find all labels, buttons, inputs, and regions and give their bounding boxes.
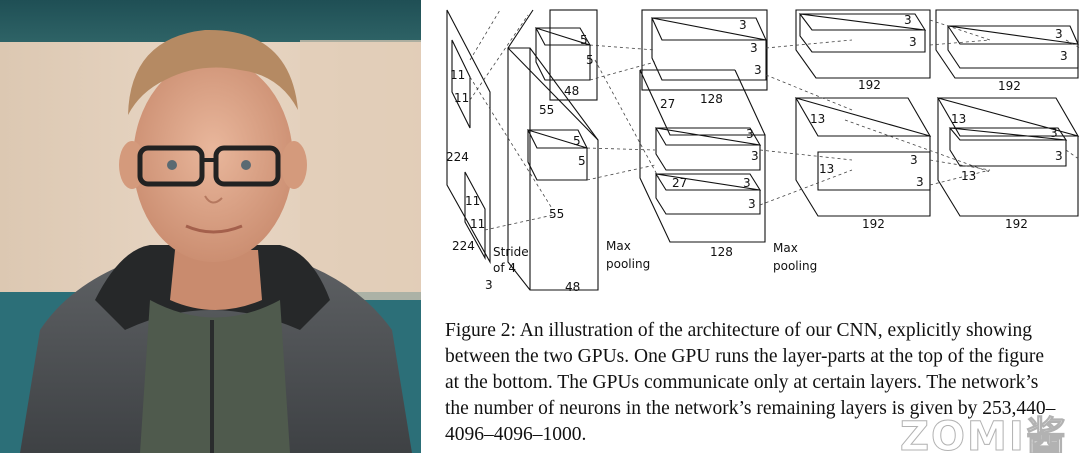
label-conv1-5d: 5 <box>578 154 586 168</box>
connection-lines <box>469 9 1080 231</box>
label-maxpool2-line2: pooling <box>773 259 817 273</box>
label-conv1-48a: 48 <box>564 84 579 98</box>
conv1-kernel-bottom <box>526 129 589 181</box>
label-conv2-27a: 27 <box>660 97 675 111</box>
input-kernel-bottom <box>464 171 486 261</box>
label-input-224b: 224 <box>452 239 475 253</box>
label-conv2-27b: 27 <box>672 176 687 190</box>
label-conv4-192b: 192 <box>1005 217 1028 231</box>
label-input-3: 3 <box>485 278 493 292</box>
label-conv3-3c: 3 <box>910 153 918 167</box>
label-conv4-3b: 3 <box>1060 49 1068 63</box>
label-conv1-48b: 48 <box>565 280 580 294</box>
caption-line-3: at the bottom. The GPUs communicate only… <box>445 372 1039 393</box>
label-conv2-128a: 128 <box>700 92 723 106</box>
label-conv2-3b: 3 <box>750 41 758 55</box>
diagram-labels: 11 11 224 11 11 224 3 Stride of 4 5 5 48… <box>446 13 1068 294</box>
label-conv1-5b: 5 <box>586 53 594 67</box>
label-conv3-3b: 3 <box>909 35 917 49</box>
label-conv3-3a: 3 <box>904 13 912 27</box>
label-conv4-192a: 192 <box>998 79 1021 93</box>
label-conv2-3f: 3 <box>743 176 751 190</box>
figure-caption: Figure 2: An illustration of the archite… <box>445 318 1080 448</box>
conv3-bottom-block <box>794 97 932 217</box>
label-conv2-3e: 3 <box>751 149 759 163</box>
input-kernel-top <box>451 39 471 129</box>
conv3-top-block <box>795 9 931 79</box>
caption-line-1: Figure 2: An illustration of the archite… <box>445 320 1033 341</box>
label-conv3-192b: 192 <box>862 217 885 231</box>
conv4-bottom-kernel <box>948 127 1068 167</box>
conv4-top-kernel <box>946 25 1079 69</box>
label-conv4-3c: 3 <box>1050 126 1058 140</box>
label-conv1-55b: 55 <box>549 207 564 221</box>
architecture-svg: 11 11 224 11 11 224 3 Stride of 4 5 5 48… <box>446 9 1080 294</box>
conv2-top-block <box>641 9 768 91</box>
label-conv2-128b: 128 <box>710 245 733 259</box>
caption-line-4: the number of neurons in the network’s r… <box>445 398 1056 419</box>
label-conv2-3a: 3 <box>739 18 747 32</box>
diagram-shapes <box>446 9 1080 291</box>
conv2-top-kernel <box>651 17 767 81</box>
label-input-11b: 11 <box>454 91 469 105</box>
conv3-top-kernel <box>798 13 927 53</box>
conv4-top-block <box>935 9 1079 79</box>
label-maxpool2-line1: Max <box>773 241 798 255</box>
conv1-edge <box>507 47 599 141</box>
label-conv1-5a: 5 <box>580 33 588 47</box>
cnn-architecture-diagram: 11 11 224 11 11 224 3 Stride of 4 5 5 48… <box>421 0 1080 300</box>
caption-line-2: between the two GPUs. One GPU runs the l… <box>445 346 1045 367</box>
label-conv2-3g: 3 <box>748 197 756 211</box>
label-conv2-3c: 3 <box>754 63 762 77</box>
portrait-illustration <box>0 0 421 453</box>
label-conv4-3a: 3 <box>1055 27 1063 41</box>
label-conv3-13b: 13 <box>819 162 834 176</box>
label-input-11a: 11 <box>450 68 465 82</box>
label-conv3-3d: 3 <box>916 175 924 189</box>
conv3-bottom-kernel <box>817 151 931 191</box>
conv1-kernel-top <box>534 27 592 81</box>
conv1-top-block <box>549 9 598 101</box>
label-conv4-13a: 13 <box>951 112 966 126</box>
label-maxpool1-line2: pooling <box>606 257 650 271</box>
caption-line-5: 4096–4096–1000. <box>445 424 587 445</box>
label-input-224a: 224 <box>446 150 469 164</box>
label-conv2-3d: 3 <box>746 127 754 141</box>
label-stride-line2: of 4 <box>493 261 516 275</box>
conv2-kernel-a <box>654 127 762 171</box>
label-conv3-13a: 13 <box>810 112 825 126</box>
label-stride-line1: Stride <box>493 245 529 259</box>
label-conv4-13b: 13 <box>961 169 976 183</box>
label-input-11d: 11 <box>470 217 485 231</box>
label-input-11c: 11 <box>465 194 480 208</box>
conv4-bottom-block <box>936 97 1080 217</box>
input-slab <box>446 9 491 265</box>
conv2-bottom-block <box>639 69 766 243</box>
label-conv4-3d: 3 <box>1055 149 1063 163</box>
label-conv3-192a: 192 <box>858 78 881 92</box>
portrait-photo <box>0 0 421 453</box>
conv2-kernel-b <box>654 173 762 215</box>
label-conv1-5c: 5 <box>573 134 581 148</box>
label-maxpool1-line1: Max <box>606 239 631 253</box>
label-conv1-55a: 55 <box>539 103 554 117</box>
